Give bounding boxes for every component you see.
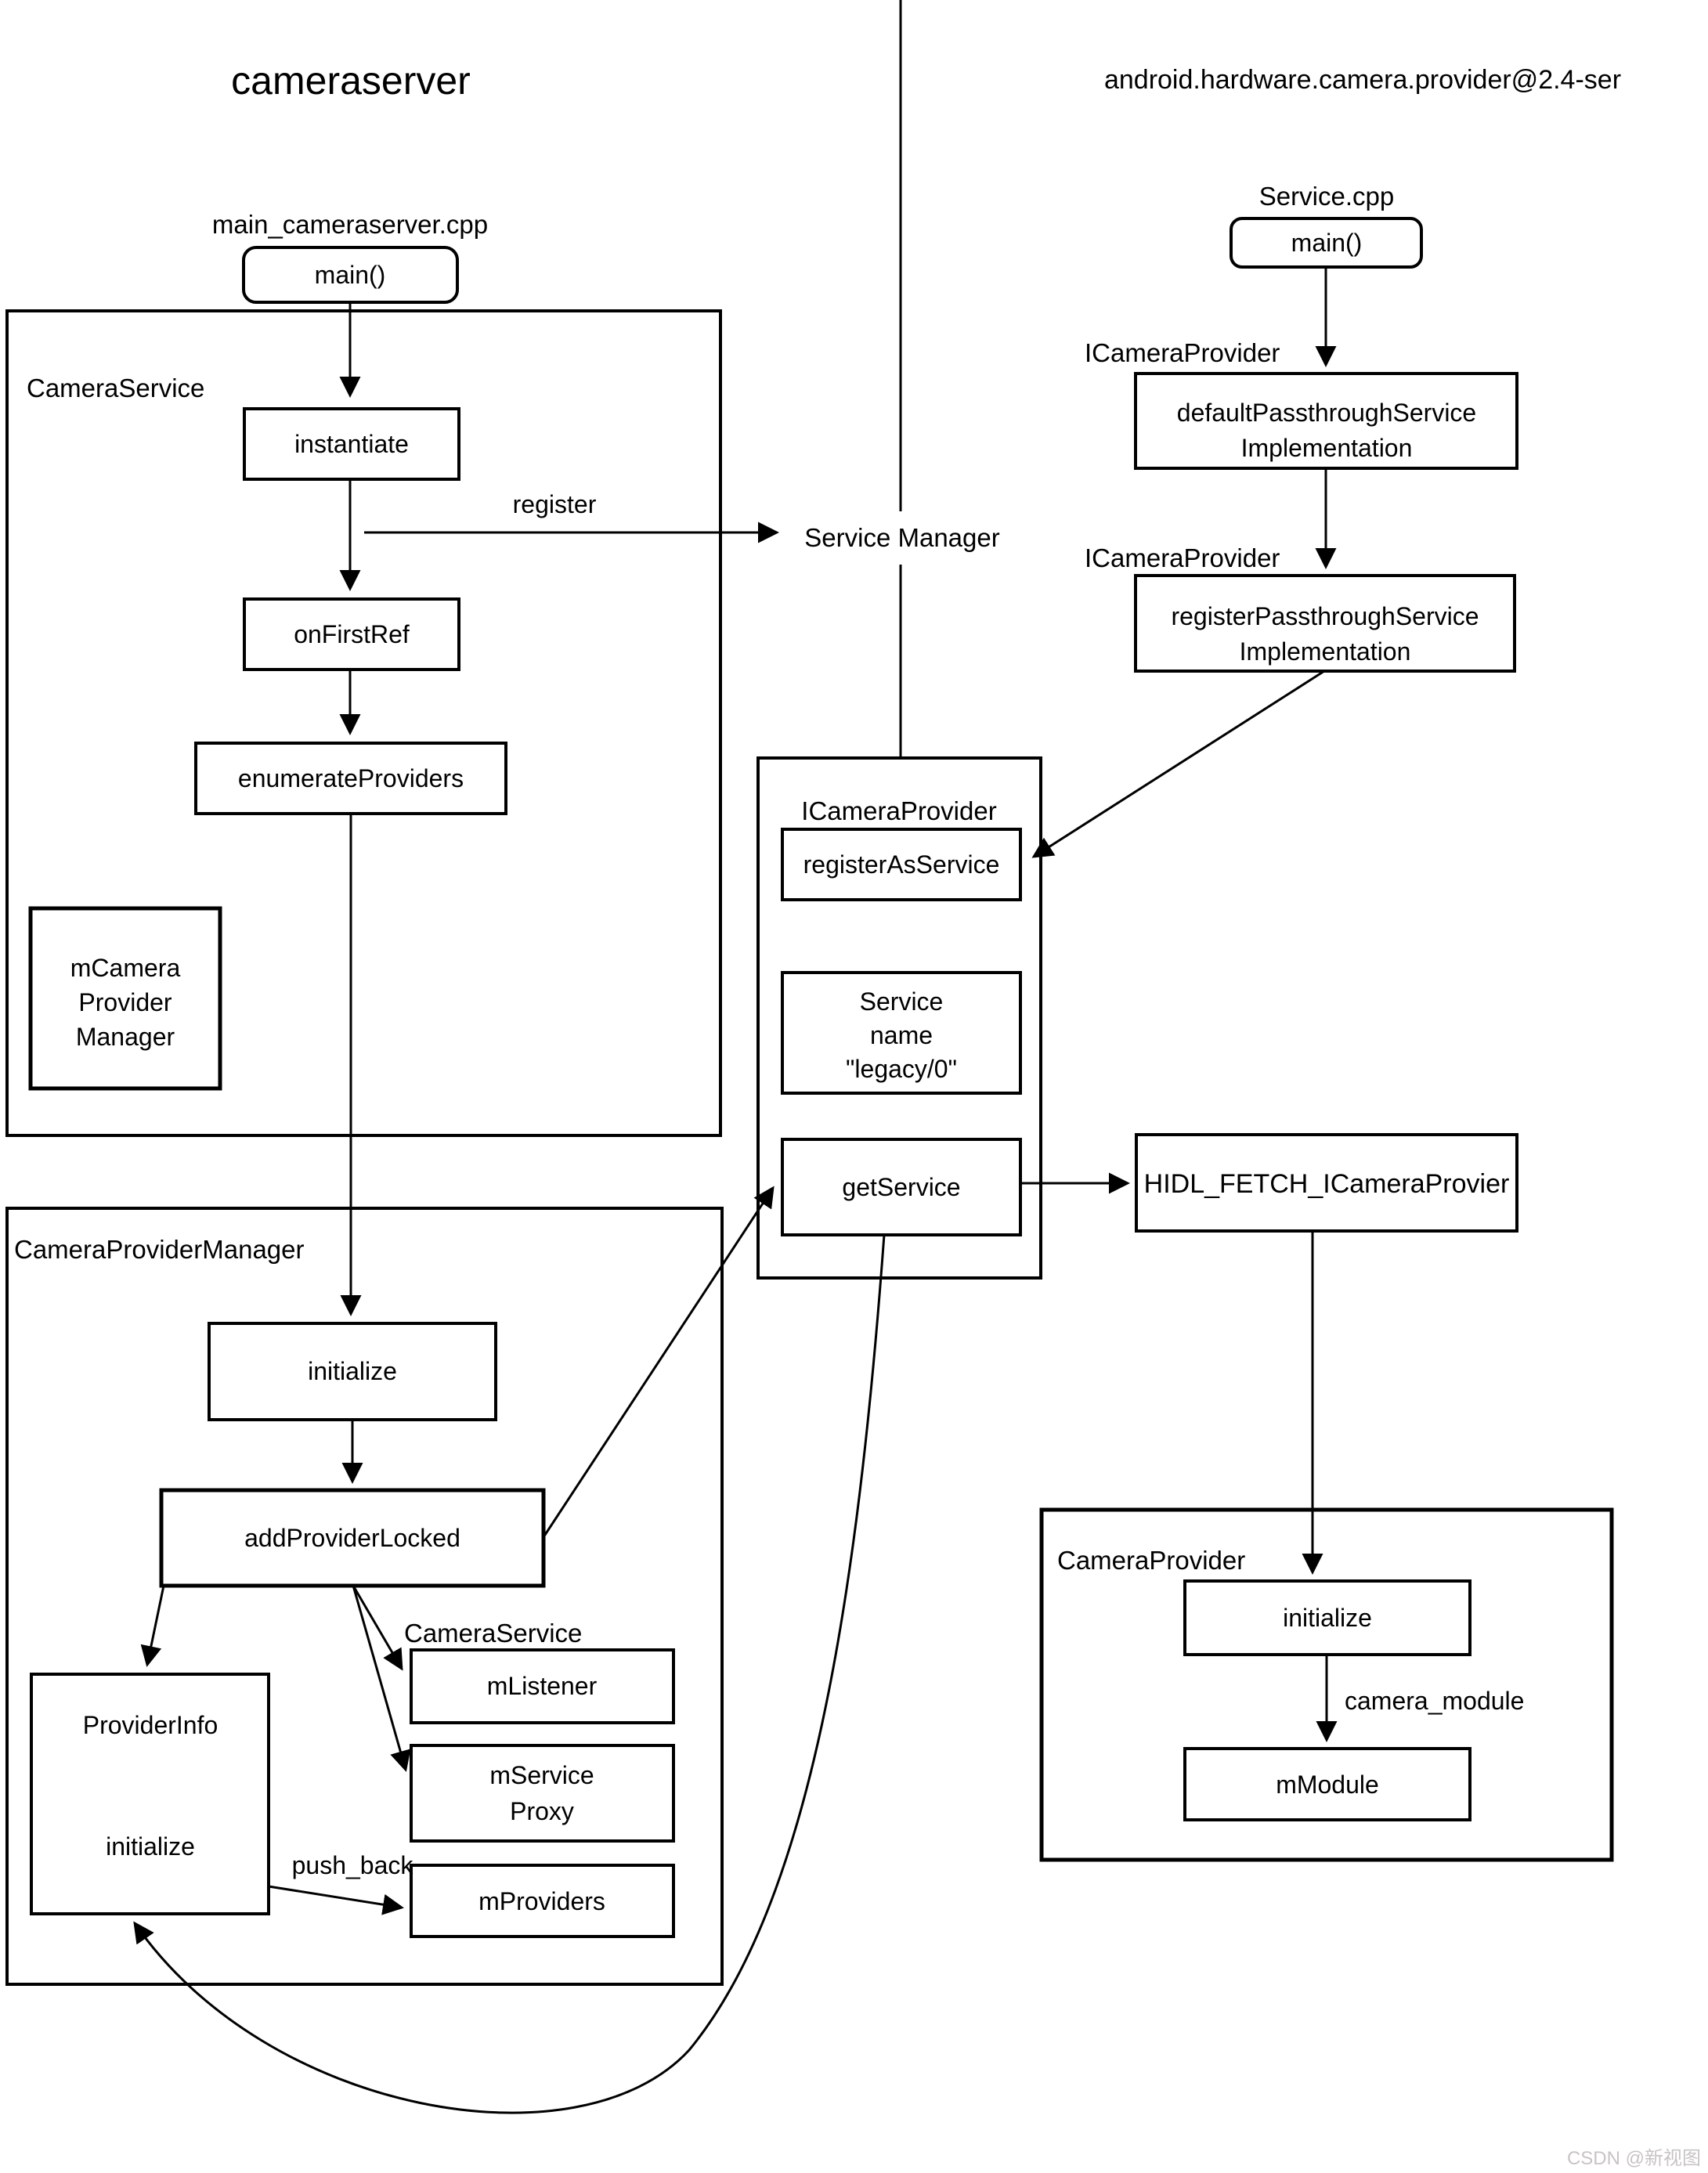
- initialize-left-box: [208, 1322, 497, 1421]
- icamera-provider-middle-label: ICameraProvider: [801, 796, 996, 825]
- defaultpassthrough-box: [1134, 372, 1518, 470]
- initialize-right-box: [1183, 1579, 1471, 1656]
- getservice-box: [781, 1138, 1022, 1236]
- onfirstref-box: [243, 597, 460, 671]
- mmodule-label: mModule: [1276, 1771, 1379, 1799]
- arrow-addproviderlocked-to-mlistener: [352, 1585, 403, 1671]
- service-manager-label: Service Manager: [804, 523, 999, 552]
- main-cameraserver-file-label: main_cameraserver.cpp: [212, 210, 488, 239]
- mlistener-box: [410, 1648, 675, 1724]
- mcameraprovidermanager-box: [28, 906, 222, 1091]
- main-right-box: [1230, 217, 1423, 269]
- main-left-label: main(): [315, 261, 386, 289]
- registerpassthrough-line2: Implementation: [1240, 637, 1411, 666]
- mcamera-line2: Provider: [78, 988, 172, 1016]
- pushback-label: push_back: [292, 1851, 414, 1879]
- defaultpassthrough-line2: Implementation: [1241, 434, 1413, 462]
- registerasservice-box: [781, 828, 1022, 901]
- mcamera-line3: Manager: [76, 1023, 175, 1051]
- registerpassthrough-box: [1134, 574, 1516, 673]
- initialize-left-label: initialize: [308, 1357, 397, 1385]
- service-cpp-label: Service.cpp: [1259, 182, 1394, 211]
- arrow-registerpassthrough-to-registerasservice: [1031, 670, 1325, 858]
- mmodule-box: [1183, 1747, 1471, 1821]
- mproviders-box: [410, 1864, 675, 1938]
- arrow-addproviderlocked-to-mserviceproxy: [352, 1585, 411, 1772]
- registerpassthrough-line1: registerPassthroughService: [1171, 602, 1479, 630]
- defaultpassthrough-line1: defaultPassthroughService: [1177, 399, 1476, 427]
- onfirstref-label: onFirstRef: [294, 620, 410, 648]
- camera-service-label: CameraService: [27, 374, 204, 402]
- watermark: CSDN @新视图: [1567, 2148, 1701, 2169]
- left-title: cameraserver: [231, 59, 471, 103]
- mserviceproxy-box: [410, 1744, 675, 1843]
- instantiate-box: [243, 407, 460, 481]
- mproviders-label: mProviders: [478, 1887, 605, 1915]
- mcamera-line1: mCamera: [70, 954, 181, 982]
- camera-service-inner-label: CameraService: [404, 1619, 582, 1648]
- initialize-right-label: initialize: [1283, 1604, 1372, 1632]
- camera-provider-manager-label: CameraProviderManager: [14, 1235, 305, 1264]
- servicename-line1: Service: [860, 987, 944, 1016]
- registerasservice-label: registerAsService: [803, 850, 1000, 879]
- enumerateproviders-label: enumerateProviders: [238, 764, 464, 792]
- instantiate-label: instantiate: [294, 430, 409, 458]
- curve-getservice-to-providerinfo: [133, 1234, 886, 2114]
- hidlfetch-label: HIDL_FETCH_ICameraProvier: [1144, 1169, 1510, 1199]
- register-label: register: [513, 490, 597, 518]
- camera-provider-label: CameraProvider: [1057, 1546, 1245, 1575]
- mserviceproxy-line2: Proxy: [510, 1797, 574, 1825]
- right-title: android.hardware.camera.provider@2.4-ser: [1104, 65, 1621, 95]
- mlistener-label: mListener: [487, 1672, 598, 1700]
- hidlfetch-box: [1135, 1133, 1518, 1233]
- icamera-provider-right-label-2: ICameraProvider: [1085, 543, 1280, 572]
- icamera-provider-right-label-1: ICameraProvider: [1085, 338, 1280, 367]
- providerinfo-title: ProviderInfo: [83, 1711, 218, 1739]
- camera-module-label: camera_module: [1345, 1687, 1524, 1715]
- arrow-addproviderlocked-to-providerinfo: [140, 1585, 165, 1667]
- servicename-line2: name: [870, 1021, 933, 1049]
- servicename-box: [781, 971, 1022, 1095]
- arrow-addproviderlocked-to-getservice: [542, 1186, 775, 1538]
- enumerateproviders-box: [194, 742, 507, 815]
- providerinfo-initialize-label: initialize: [106, 1832, 195, 1861]
- addproviderlocked-box: [159, 1488, 546, 1588]
- providerinfo-box: [30, 1673, 270, 1915]
- arrow-pushback-to-mproviders: [268, 1885, 404, 1915]
- getservice-label: getService: [842, 1173, 960, 1201]
- main-right-label: main(): [1291, 229, 1363, 257]
- main-left-box: [242, 246, 459, 304]
- addproviderlocked-label: addProviderLocked: [244, 1524, 460, 1552]
- servicename-line3: "legacy/0": [846, 1055, 957, 1083]
- mserviceproxy-line1: mService: [489, 1761, 594, 1789]
